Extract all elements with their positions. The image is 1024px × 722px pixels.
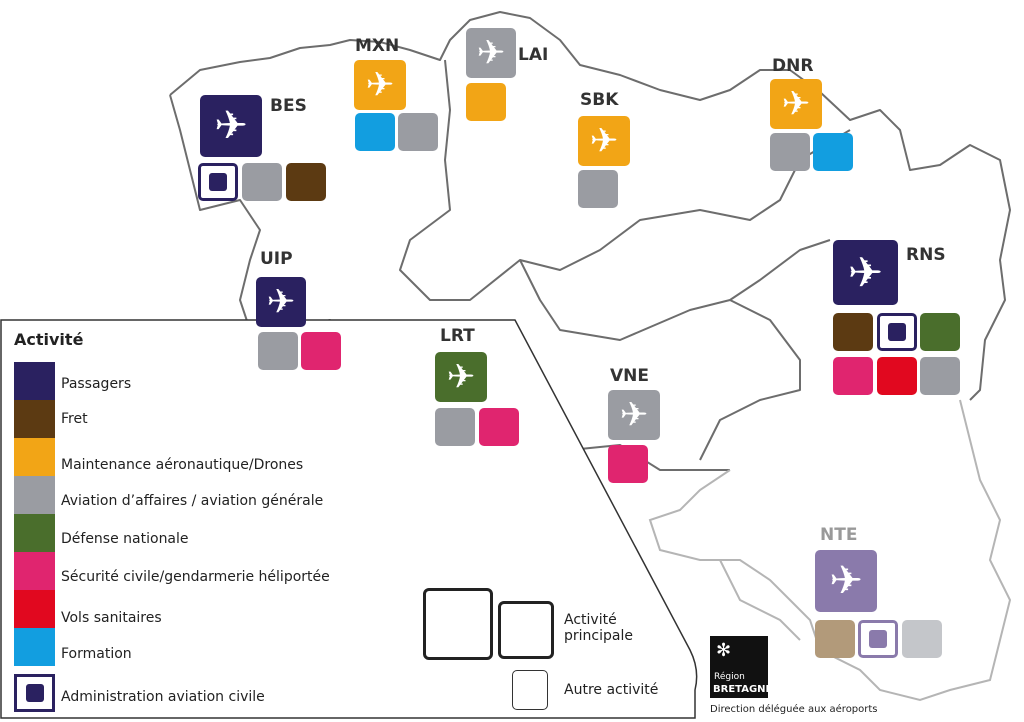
activity-aviation-generale bbox=[902, 620, 942, 658]
airplane-icon: ✈ bbox=[446, 357, 476, 397]
main-activity-passagers: ✈ bbox=[200, 95, 262, 157]
airport-code: RNS bbox=[906, 245, 946, 265]
airplane-icon: ✈ bbox=[589, 121, 619, 161]
loire-atlantique-inner-border bbox=[719, 559, 801, 641]
airport-code: BES bbox=[270, 96, 307, 116]
activity-aviation-generale bbox=[398, 113, 438, 151]
activity-admin bbox=[198, 163, 238, 201]
activity-admin bbox=[858, 620, 898, 658]
legend-swatch-securite bbox=[14, 552, 55, 590]
airport-code: NTE bbox=[820, 525, 858, 545]
footer-text: Direction déléguée aux aéroports bbox=[710, 704, 878, 715]
activity-admin bbox=[877, 313, 917, 351]
airport-code: DNR bbox=[772, 56, 814, 76]
legend-main-box-large bbox=[423, 588, 493, 660]
legend-label: Aviation d’affaires / aviation générale bbox=[61, 493, 324, 509]
activity-fret bbox=[286, 163, 326, 201]
airplane-icon: ✈ bbox=[829, 558, 863, 604]
airport-code: UIP bbox=[260, 249, 293, 269]
legend-swatch-fret bbox=[14, 400, 55, 438]
activity-aviation-generale bbox=[258, 332, 298, 370]
legend-label: Vols sanitaires bbox=[61, 610, 162, 626]
airplane-icon: ✈ bbox=[476, 33, 506, 73]
activity-securite bbox=[833, 357, 873, 395]
legend-other-activity-label: Autre activité bbox=[564, 682, 659, 698]
activity-defense bbox=[920, 313, 960, 351]
legend-main-activity-label: Activité principale bbox=[564, 612, 633, 644]
airplane-icon: ✈ bbox=[781, 84, 811, 124]
legend-title: Activité bbox=[14, 330, 84, 349]
airplane-icon: ✈ bbox=[365, 65, 395, 105]
activity-securite bbox=[301, 332, 341, 370]
activity-fret bbox=[815, 620, 855, 658]
loire-atlantique-outline bbox=[648, 399, 1012, 702]
department-border bbox=[729, 239, 831, 301]
main-activity-passagers: ✈ bbox=[833, 240, 898, 305]
legend-main-box bbox=[498, 601, 554, 659]
activity-aviation-generale bbox=[242, 163, 282, 201]
main-activity-passagers: ✈ bbox=[256, 277, 306, 327]
airport-code: LAI bbox=[518, 45, 549, 65]
legend-swatch-formation bbox=[14, 628, 55, 666]
legend-label: Fret bbox=[61, 411, 88, 427]
legend-label: Maintenance aéronautique/Drones bbox=[61, 457, 304, 473]
coastline bbox=[169, 11, 1011, 401]
logo-line1: Région bbox=[714, 672, 745, 682]
activity-aviation-generale bbox=[770, 133, 810, 171]
ermine-icon: ✻ bbox=[716, 640, 732, 661]
legend-swatch-admin bbox=[14, 674, 55, 712]
logo-line2: BRETAGNE bbox=[713, 684, 773, 695]
main-activity-aviation-generale: ✈ bbox=[608, 390, 660, 440]
activity-formation bbox=[355, 113, 395, 151]
main-activity-maintenance: ✈ bbox=[578, 116, 630, 166]
legend-label: Défense nationale bbox=[61, 531, 189, 547]
main-activity-aviation-generale: ✈ bbox=[466, 28, 516, 78]
department-border bbox=[519, 259, 801, 461]
activity-securite bbox=[608, 445, 648, 483]
legend-label: Sécurité civile/gendarmerie héliportée bbox=[61, 569, 330, 585]
airport-code: SBK bbox=[580, 90, 619, 110]
legend-label: Passagers bbox=[61, 376, 132, 392]
region-bretagne-logo: ✻ Région BRETAGNE bbox=[710, 636, 772, 698]
airport-code: LRT bbox=[440, 326, 475, 346]
legend-label: Administration aviation civile bbox=[61, 689, 265, 705]
main-activity-defense: ✈ bbox=[435, 352, 487, 402]
airplane-icon: ✈ bbox=[214, 103, 248, 149]
airplane-icon: ✈ bbox=[619, 395, 649, 435]
activity-sanitaires bbox=[877, 357, 917, 395]
legend-frame bbox=[0, 319, 698, 719]
legend-label: Formation bbox=[61, 646, 132, 662]
legend-swatch-aviation-generale bbox=[14, 476, 55, 514]
airplane-icon: ✈ bbox=[266, 282, 296, 322]
legend-swatch-sanitaires bbox=[14, 590, 55, 628]
main-activity-maintenance: ✈ bbox=[354, 60, 406, 110]
legend-swatch-passagers bbox=[14, 362, 55, 400]
activity-aviation-generale bbox=[435, 408, 475, 446]
activity-formation bbox=[813, 133, 853, 171]
airport-code: MXN bbox=[355, 36, 400, 56]
airport-code: VNE bbox=[610, 366, 649, 386]
legend-swatch-maintenance bbox=[14, 438, 55, 476]
main-activity-passagers: ✈ bbox=[815, 550, 877, 612]
activity-aviation-generale bbox=[920, 357, 960, 395]
activity-fret bbox=[833, 313, 873, 351]
main-activity-maintenance: ✈ bbox=[770, 79, 822, 129]
activity-maintenance bbox=[466, 83, 506, 121]
airplane-icon: ✈ bbox=[847, 248, 884, 297]
activity-aviation-generale bbox=[578, 170, 618, 208]
legend-other-box bbox=[512, 670, 548, 710]
activity-securite bbox=[479, 408, 519, 446]
legend-swatch-defense bbox=[14, 514, 55, 552]
